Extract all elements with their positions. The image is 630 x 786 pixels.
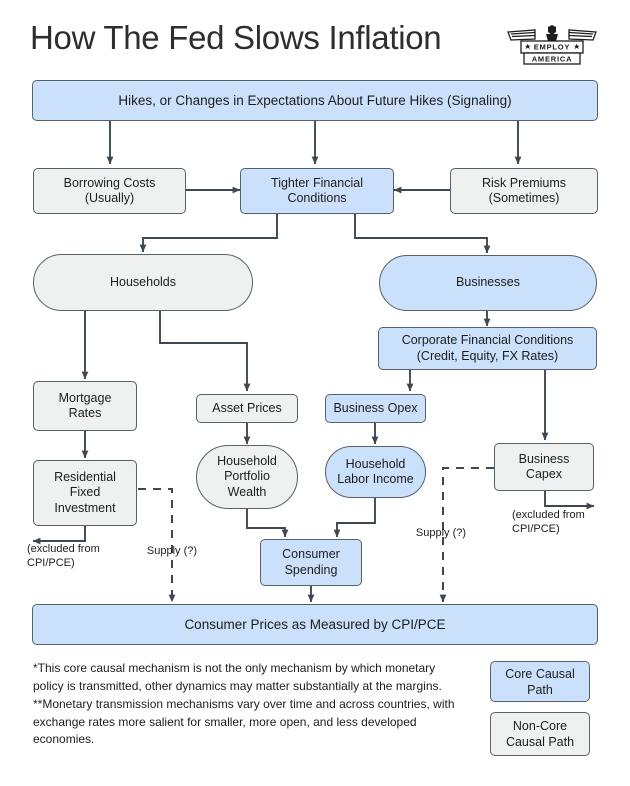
node-households-label: Households — [109, 274, 176, 289]
line-1: (excluded from — [27, 543, 100, 555]
line-1: Residential — [54, 469, 116, 484]
legend-core-causal-path[interactable]: Core Causal Path — [490, 661, 590, 702]
line-1: Borrowing Costs — [63, 175, 156, 190]
line-2: Portfolio — [224, 469, 270, 484]
line-2: CPI/PCE) — [512, 522, 560, 535]
line-3: Investment — [54, 500, 116, 515]
edge-label-supply-right: Supply (?) — [415, 527, 467, 539]
node-household-labor-income[interactable]: Household Labor Income — [325, 446, 426, 498]
logo-stars — [524, 43, 580, 49]
line-2: Rates — [68, 406, 102, 420]
edge-label-excluded-left: (excluded from CPI/PCE) — [27, 543, 147, 570]
node-borrowing-costs-label: Borrowing Costs (Usually) — [64, 176, 156, 207]
node-businesses-label: Businesses — [456, 275, 520, 290]
node-asset-prices[interactable]: Asset Prices — [196, 394, 298, 423]
line-2: Spending — [284, 562, 338, 577]
line-2: Capex — [525, 467, 563, 481]
node-consumer-prices[interactable]: Consumer Prices as Measured by CPI/PCE — [32, 604, 598, 645]
edge-label-supply-left: Supply (?) — [146, 545, 198, 557]
node-risk-premiums-label: Risk Premiums (Sometimes) — [482, 176, 566, 207]
line-1: Mortgage — [58, 390, 112, 405]
node-consumer-spending[interactable]: Consumer Spending — [260, 539, 362, 586]
node-mortgage-rates-label: Mortgage Rates — [59, 391, 112, 422]
line-1: Household — [217, 453, 277, 468]
node-business-capex[interactable]: Business Capex — [494, 443, 594, 491]
node-residential-fixed-investment[interactable]: Residential Fixed Investment — [33, 460, 137, 526]
line-2: Conditions — [287, 191, 347, 205]
line-2: (Sometimes) — [488, 191, 560, 205]
node-risk-premiums[interactable]: Risk Premiums (Sometimes) — [450, 168, 598, 214]
node-business-opex-label: Business Opex — [333, 400, 418, 415]
node-businesses[interactable]: Businesses — [379, 255, 597, 311]
node-signaling[interactable]: Hikes, or Changes in Expectations About … — [32, 80, 598, 121]
line-1: Household — [345, 456, 406, 471]
line-2: (Credit, Equity, FX Rates) — [416, 348, 559, 363]
node-residential-fixed-investment-label: Residential Fixed Investment — [54, 470, 116, 517]
edge-label-excluded-right: (excluded from CPI/PCE) — [512, 509, 622, 536]
node-households[interactable]: Households — [33, 254, 253, 311]
node-household-portfolio-wealth-label: Household Portfolio Wealth — [217, 454, 277, 501]
node-household-labor-income-label: Household Labor Income — [337, 457, 413, 488]
line-3: Wealth — [227, 484, 267, 499]
line-2: Labor Income — [337, 472, 414, 486]
footnote-2: **Monetary transmission mechanisms vary … — [33, 697, 455, 746]
legend-non-core-causal-path[interactable]: Non-Core Causal Path — [490, 712, 590, 756]
logo-line-1: EMPLOY — [534, 43, 570, 52]
node-consumer-spending-label: Consumer Spending — [282, 547, 340, 578]
node-mortgage-rates[interactable]: Mortgage Rates — [33, 381, 137, 431]
line-2: Fixed — [69, 485, 101, 500]
line-1: Non-Core — [512, 719, 568, 733]
node-corporate-financial-conditions-label: Corporate Financial Conditions (Credit, … — [402, 333, 574, 364]
node-household-portfolio-wealth[interactable]: Household Portfolio Wealth — [196, 445, 298, 509]
node-tighter-financial-conditions[interactable]: Tighter Financial Conditions — [240, 168, 394, 214]
node-business-capex-label: Business Capex — [519, 452, 570, 483]
line-2: Path — [527, 682, 553, 697]
page-title: How The Fed Slows Inflation — [30, 19, 442, 56]
line-1: Consumer — [282, 547, 340, 561]
line-1: (excluded from — [512, 509, 585, 521]
node-business-opex[interactable]: Business Opex — [325, 394, 426, 423]
node-tighter-financial-conditions-label: Tighter Financial Conditions — [271, 176, 363, 207]
line-1: Risk Premiums — [481, 175, 567, 190]
node-signaling-label: Hikes, or Changes in Expectations About … — [118, 93, 512, 108]
logo-line-2: AMERICA — [532, 55, 573, 64]
line-2: Causal Path — [505, 735, 575, 749]
legend-core-causal-path-label: Core Causal Path — [505, 666, 574, 698]
node-corporate-financial-conditions[interactable]: Corporate Financial Conditions (Credit, … — [378, 327, 597, 370]
line-1: Tighter Financial — [271, 175, 363, 190]
footnotes: *This core causal mechanism is not the o… — [33, 660, 463, 750]
line-1: Business — [518, 451, 570, 466]
line-1: Corporate Financial Conditions — [401, 333, 574, 347]
employ-america-eagle-logo: EMPLOY AMERICA — [507, 25, 597, 65]
line-1: Core Causal — [505, 666, 575, 681]
node-borrowing-costs[interactable]: Borrowing Costs (Usually) — [33, 168, 186, 214]
footnote-1: *This core causal mechanism is not the o… — [33, 661, 442, 693]
line-2: (Usually) — [84, 191, 135, 205]
node-asset-prices-label: Asset Prices — [212, 400, 282, 415]
line-2: CPI/PCE) — [27, 556, 75, 569]
node-consumer-prices-label: Consumer Prices as Measured by CPI/PCE — [184, 617, 446, 632]
legend-non-core-causal-path-label: Non-Core Causal Path — [506, 718, 574, 750]
